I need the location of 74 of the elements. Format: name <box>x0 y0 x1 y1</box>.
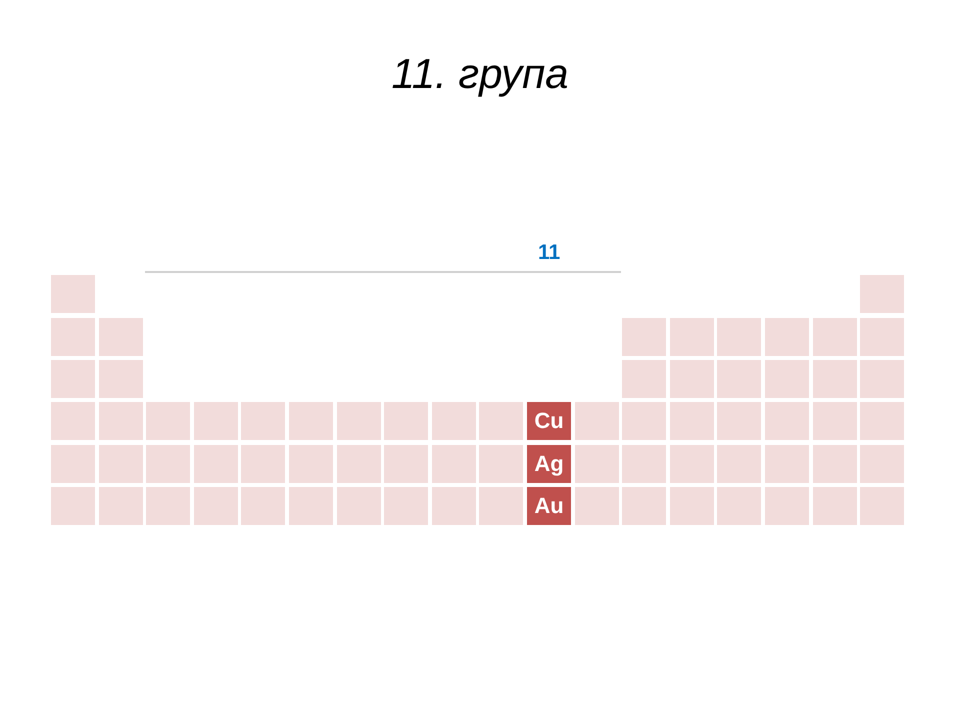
element-tile <box>860 275 904 313</box>
element-tile <box>194 402 238 440</box>
element-tile <box>622 402 666 440</box>
element-tile <box>622 445 666 483</box>
element-tile <box>384 402 428 440</box>
element-tile <box>336 487 381 525</box>
element-tile <box>479 445 524 483</box>
element-tile <box>336 445 381 483</box>
element-tile <box>860 402 904 440</box>
highlighted-element-tile: Ag <box>527 445 571 483</box>
element-tile <box>146 487 190 525</box>
element-tile <box>194 445 238 483</box>
element-tile <box>479 402 524 440</box>
element-tile <box>717 360 762 398</box>
element-tile <box>717 445 762 483</box>
group-number: 11 <box>538 241 560 265</box>
element-tile <box>51 318 95 356</box>
element-tile <box>860 318 904 356</box>
highlighted-element-tile: Cu <box>527 402 571 440</box>
element-tile <box>241 402 286 440</box>
element-tile <box>717 318 762 356</box>
element-tile <box>194 487 238 525</box>
element-tile <box>432 445 476 483</box>
element-tile <box>622 360 666 398</box>
element-tile <box>98 445 143 483</box>
element-tile <box>98 487 143 525</box>
element-tile <box>670 402 714 440</box>
element-tile <box>860 487 904 525</box>
element-tile <box>98 402 143 440</box>
element-tile <box>812 318 857 356</box>
highlighted-element-tile: Au <box>527 487 571 525</box>
element-tile <box>717 487 762 525</box>
element-tile <box>241 487 286 525</box>
element-tile <box>765 318 809 356</box>
element-tile <box>51 487 95 525</box>
element-tile <box>860 360 904 398</box>
element-tile <box>670 487 714 525</box>
element-tile <box>384 445 428 483</box>
element-tile <box>51 275 95 313</box>
element-tile <box>765 445 809 483</box>
element-tile <box>574 402 619 440</box>
element-tile <box>860 445 904 483</box>
element-tile <box>289 445 333 483</box>
element-tile <box>241 445 286 483</box>
element-tile <box>289 402 333 440</box>
element-tile <box>812 402 857 440</box>
element-tile <box>98 318 143 356</box>
title: 11. група <box>390 49 570 99</box>
element-tile <box>574 487 619 525</box>
element-tile <box>670 318 714 356</box>
element-tile <box>479 487 524 525</box>
element-tile <box>98 360 143 398</box>
element-tile <box>622 318 666 356</box>
element-tile <box>812 487 857 525</box>
element-tile <box>812 360 857 398</box>
element-tile <box>670 360 714 398</box>
element-tile <box>574 445 619 483</box>
element-tile <box>51 360 95 398</box>
element-tile <box>622 487 666 525</box>
element-tile <box>670 445 714 483</box>
element-tile <box>765 360 809 398</box>
element-tile <box>812 445 857 483</box>
element-tile <box>146 445 190 483</box>
element-tile <box>289 487 333 525</box>
element-tile <box>51 445 95 483</box>
element-tile <box>765 402 809 440</box>
element-tile <box>432 487 476 525</box>
element-tile <box>146 402 190 440</box>
element-tile <box>765 487 809 525</box>
element-tile <box>432 402 476 440</box>
element-tile <box>384 487 428 525</box>
element-tile <box>336 402 381 440</box>
element-tile <box>717 402 762 440</box>
element-tile <box>51 402 95 440</box>
